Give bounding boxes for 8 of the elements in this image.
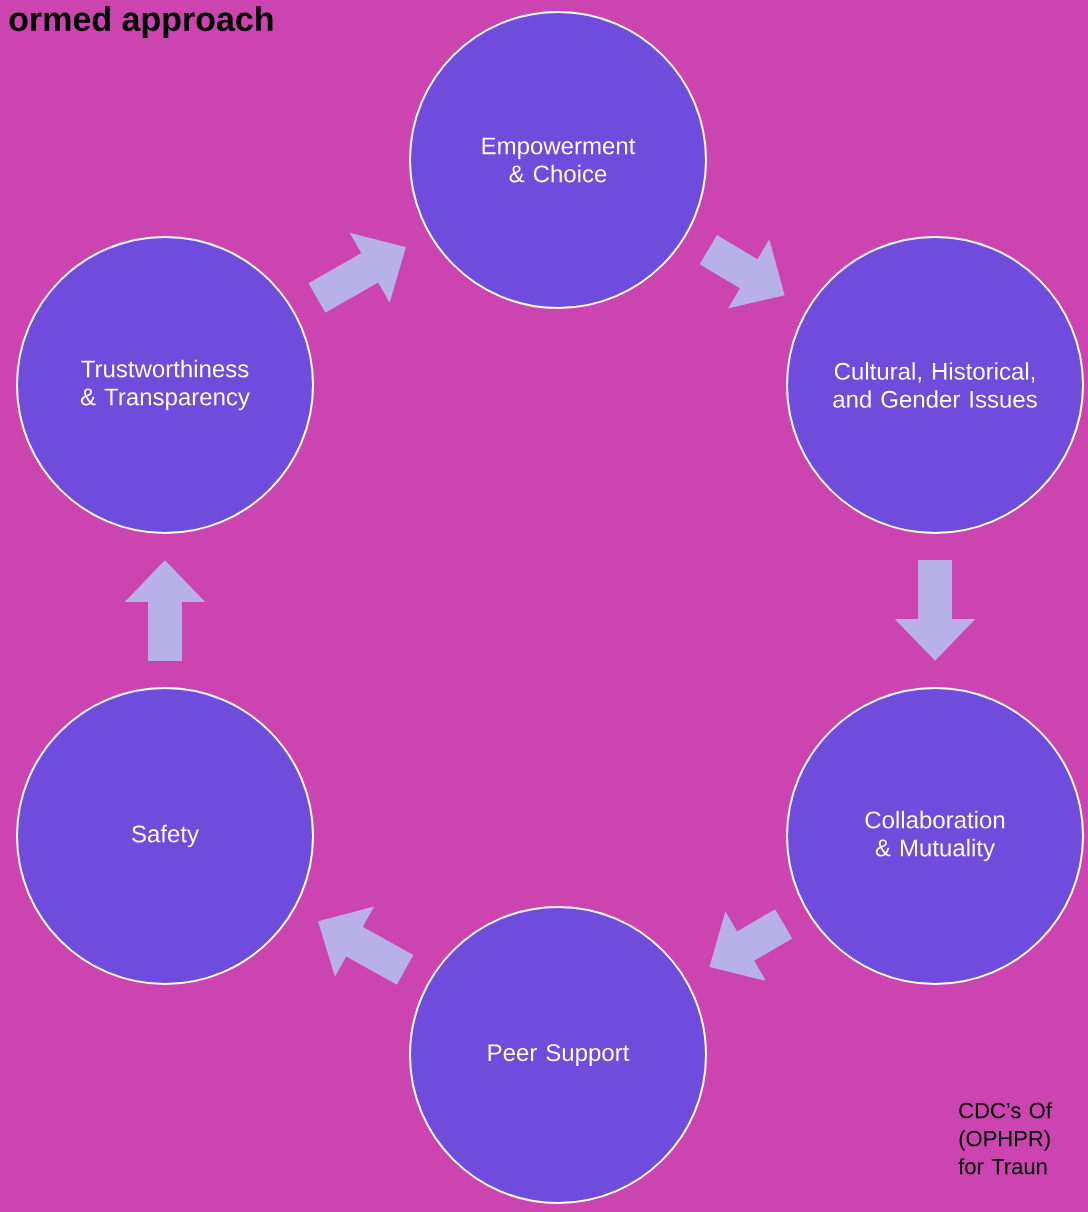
circle-node: Trustworthiness & Transparency [16, 236, 314, 534]
circle-node: Empowerment & Choice [409, 11, 707, 309]
circle-node: Cultural, Historical, and Gender Issues [786, 236, 1084, 534]
circle-node: Peer Support [409, 906, 707, 1204]
source-note: CDC’s Of (OPHPR) for Traun [958, 1102, 1052, 1175]
circle-node: Safety [16, 687, 314, 985]
circle-node: Collaboration & Mutuality [786, 687, 1084, 985]
title: ormed approach [9, 6, 273, 38]
